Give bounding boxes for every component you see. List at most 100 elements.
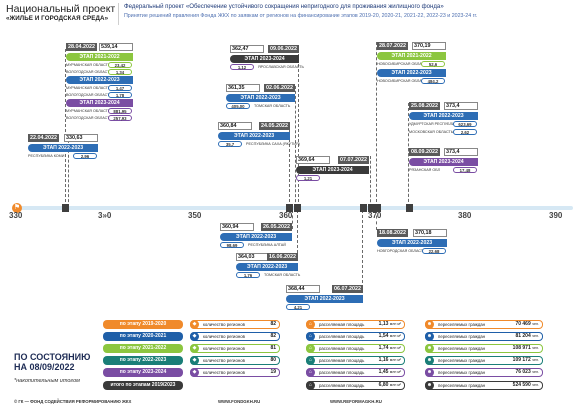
axis-mark (286, 204, 293, 212)
people-icon: ☻ (425, 332, 434, 341)
stage-label: ЭТАП 2022-2023 (286, 295, 363, 303)
tick-350: 350 (188, 211, 202, 220)
resettled-value-group: 109 172 чел. (513, 357, 539, 364)
tick-390: 390 (549, 211, 563, 220)
region-name: МУРМАНСКАЯ ОБЛАСТЬ (66, 86, 111, 90)
people-icon: ☻ (425, 356, 434, 365)
resettled-unit: чел. (532, 322, 539, 326)
region-name: МУРМАНСКАЯ ОБЛАСТЬ (66, 109, 111, 113)
vline-3684 (362, 210, 363, 288)
region-name: ВОЛОГОДСКАЯ ОБЛАСТЬ (66, 116, 112, 120)
stage-label: ЭТАП 2023-2024 (409, 158, 478, 166)
card-value: 370,18 (413, 229, 447, 237)
area-unit: млн м² (389, 370, 401, 374)
footer-link-reformagkh[interactable]: WWW.REFORMAGKH.RU (330, 399, 382, 404)
area-unit: млн м² (389, 358, 401, 362)
stage-label: ЭТАП 2022-2023 (409, 112, 478, 120)
card-28-07-2022: 28.07.2022 370,19 ЭТАП 2021-2022 НОВОСИБ… (377, 42, 446, 90)
regions-text: количество регионов (203, 370, 245, 375)
region-value: 1,47 (108, 85, 132, 91)
vline-3609 (292, 210, 293, 229)
stage-label: ЭТАП 2022-2023 (218, 132, 290, 140)
region-value: 35,7 (218, 141, 242, 147)
regions-text: количество регионов (203, 358, 245, 363)
card-date: 28.07.2022 (377, 42, 408, 50)
flag-icon: ⚑ (12, 203, 22, 213)
resettled-text: переселяемых граждан (438, 358, 485, 363)
resettled-value-group: 70 469 чел. (515, 321, 539, 328)
card-date: 25.08.2022 (409, 102, 440, 110)
summary-stage-label: по этапу 2023-2024 (103, 368, 183, 377)
area-text: расселяемая площадь (319, 334, 365, 339)
area-value-group: 1,13 млн м² (379, 321, 401, 328)
map-icon: ◆ (190, 344, 199, 353)
people-icon: ☻ (425, 381, 434, 390)
region-value: 17,48 (453, 167, 477, 173)
house-icon: ⌂ (306, 356, 315, 365)
region-value: 4,21 (286, 304, 310, 310)
stage-label: ЭТАП 2023-2024 (66, 99, 133, 107)
regions-count: 81 (270, 345, 276, 351)
region-value: 23,42 (108, 62, 132, 68)
timeline-axis (13, 206, 573, 210)
regions-count: 82 (270, 321, 276, 327)
area-value-group: 1,45 млн м² (379, 369, 401, 376)
region-value: 881,95 (108, 108, 132, 114)
summary-stage-label: по этапу 2019-2020 (103, 320, 183, 329)
area-text: расселяемая площадь (319, 358, 365, 363)
resettled-unit: чел. (532, 346, 539, 350)
area-unit: млн м² (389, 334, 401, 338)
region-name: РЯЗАНСКАЯ ОБЛ (409, 168, 441, 172)
resettled-value-group: 81 204 чел. (515, 333, 539, 340)
area-value-group: 1,16 млн м² (379, 357, 401, 364)
area-value: 1,74 (378, 345, 389, 351)
region-value: 52,6 (421, 61, 445, 67)
tick-380: 380 (458, 211, 472, 220)
regions-text: количество регионов (203, 334, 245, 339)
region-name: ВОЛОГОДСКАЯ ОБЛАСТЬ (66, 93, 112, 97)
region-value: 1,12 (230, 64, 254, 70)
stage-label: ЭТАП 2022-2023 (220, 233, 292, 241)
summary-stage-label: по этапу 2021-2022 (103, 344, 183, 353)
footer-link-fondgkh[interactable]: WWW.FONDGKH.RU (218, 399, 261, 404)
people-icon: ☻ (425, 344, 434, 353)
vline-3624 (298, 49, 299, 207)
header-subtitle: «ЖИЛЬЕ И ГОРОДСКАЯ СРЕДА» (6, 15, 109, 22)
region-name: РЕСПУБЛИКА КОМИ (28, 154, 65, 158)
header-separator (118, 3, 119, 25)
federal-project-title: Федеральный проект «Обеспечение устойчив… (124, 3, 444, 10)
card-date: 02.06.2022 (264, 84, 295, 92)
region-name: ВОЛОГОДСКАЯ ОБЛАСТЬ (66, 70, 112, 74)
stage-label: ЭТАП 2023-2024 (296, 166, 369, 174)
card-18-08-2022: 18.08.2022 370,18 ЭТАП 2022-2023 НОВГОРО… (377, 229, 447, 257)
axis-mark (360, 204, 367, 212)
stage-label: ЭТАП 2022-2023 (66, 76, 133, 84)
area-value: 1,54 (378, 333, 389, 339)
resettled-value: 524 590 (512, 382, 531, 388)
vline-3701 (376, 42, 377, 207)
stage-label: ЭТАП 2021-2022 (66, 53, 133, 61)
resettled-value: 108 971 (512, 345, 531, 351)
vline-3608 (289, 124, 290, 207)
resettled-text: переселяемых граждан (438, 334, 485, 339)
region-name: ЯРОСЛАВСКАЯ ОБЛАСТЬ (258, 65, 304, 69)
card-date: 09.06.2022 (268, 45, 299, 53)
header-title: Национальный проект (6, 3, 116, 15)
resettled-value: 70 469 (515, 321, 531, 327)
